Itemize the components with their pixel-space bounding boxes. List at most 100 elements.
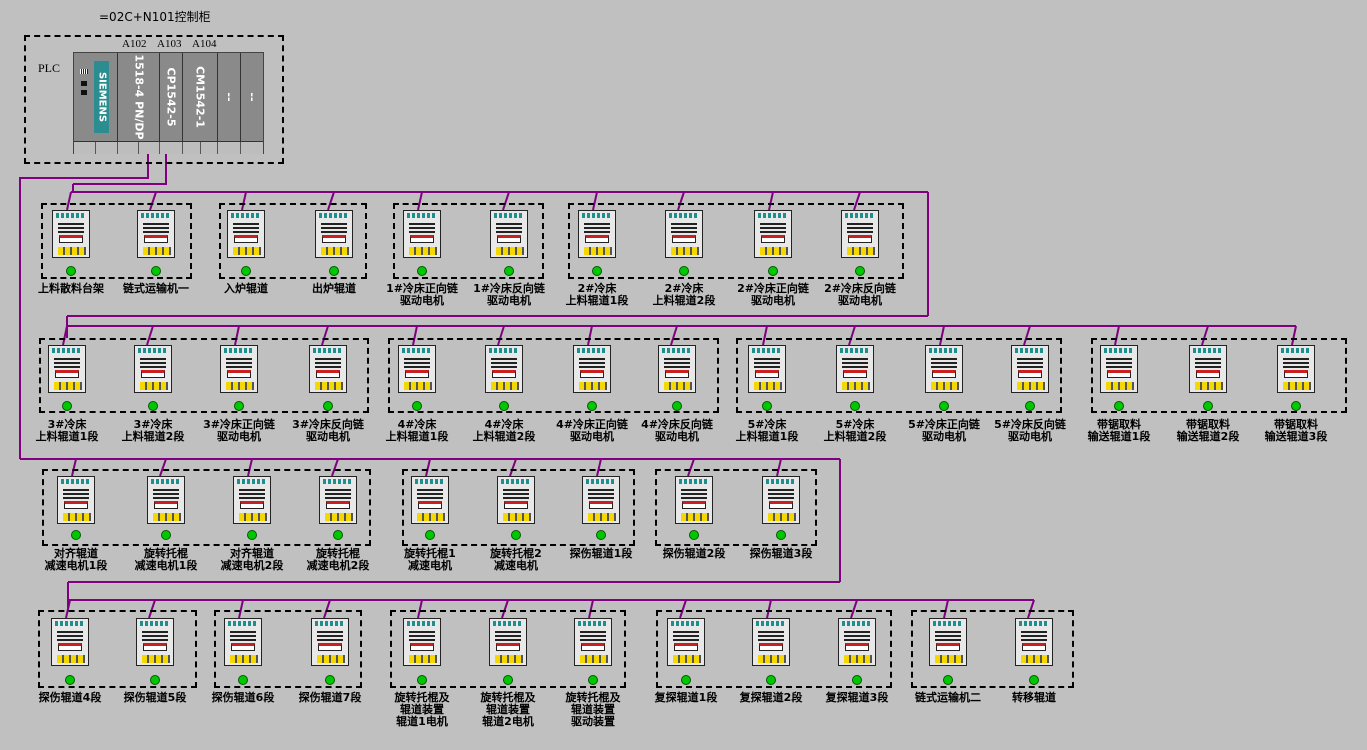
drive-unit-icon[interactable] [411,476,449,524]
drive-unit-icon[interactable] [1100,345,1138,393]
status-led-icon [499,401,509,411]
status-led-icon [71,530,81,540]
drive-unit-icon[interactable] [403,618,441,666]
drive-unit-icon[interactable] [315,210,353,258]
status-led-icon [325,675,335,685]
device-group [736,338,1062,413]
drive-unit-icon[interactable] [489,618,527,666]
device-label: 探伤辊道6段 [211,691,275,704]
status-led-icon [66,266,76,276]
drive-unit-icon[interactable] [311,618,349,666]
drive-unit-icon[interactable] [578,210,616,258]
device-label: 旋转托棍1 减速电机 [404,547,456,572]
drive-unit-icon[interactable] [134,345,172,393]
status-led-icon [943,675,953,685]
cabinet-title: =02C+N101控制柜 [99,10,211,24]
plc-empty-slot[interactable]: -- [218,53,241,141]
plc-label: PLC [38,61,61,75]
drive-unit-icon[interactable] [319,476,357,524]
plc-cp-module[interactable]: CP1542-5 [160,53,183,141]
status-led-icon [855,266,865,276]
drive-unit-icon[interactable] [675,476,713,524]
drive-unit-icon[interactable] [48,345,86,393]
drive-unit-icon[interactable] [497,476,535,524]
drive-unit-icon[interactable] [573,345,611,393]
device-group [1091,338,1347,413]
drive-unit-icon[interactable] [752,618,790,666]
drive-unit-icon[interactable] [227,210,265,258]
plc-rack[interactable]: SIEMENS 1518-4 PN/DP CP1542-5 CM1542-1 -… [73,52,264,154]
status-led-icon [150,675,160,685]
drive-unit-icon[interactable] [490,210,528,258]
slot-address-a104: A104 [192,38,217,50]
drive-unit-icon[interactable] [233,476,271,524]
drive-unit-icon[interactable] [485,345,523,393]
plc-empty-slot[interactable]: -- [241,53,263,141]
status-led-icon [151,266,161,276]
drive-unit-icon[interactable] [51,618,89,666]
drive-unit-icon[interactable] [658,345,696,393]
drive-unit-icon[interactable] [665,210,703,258]
device-label: 3#冷床 上料辊道2段 [121,418,185,443]
status-led-icon [592,266,602,276]
drive-unit-icon[interactable] [754,210,792,258]
drive-unit-icon[interactable] [574,618,612,666]
device-label: 4#冷床 上料辊道1段 [385,418,449,443]
status-led-icon [1203,401,1213,411]
slot-address-a102: A102 [122,38,147,50]
drive-unit-icon[interactable] [1011,345,1049,393]
drive-unit-icon[interactable] [836,345,874,393]
drive-unit-icon[interactable] [762,476,800,524]
status-led-icon [238,675,248,685]
device-label: 旋转托棍及 辊道装置 辊道1电机 [394,691,450,728]
device-label: 复探辊道1段 [654,691,718,704]
drive-unit-icon[interactable] [224,618,262,666]
status-led-icon [333,530,343,540]
device-label: 3#冷床反向链 驱动电机 [292,418,364,443]
plc-cm-module[interactable]: CM1542-1 [183,53,218,141]
drive-unit-icon[interactable] [838,618,876,666]
device-label: 探伤辊道1段 [569,547,633,560]
status-led-icon [1029,675,1039,685]
status-led-icon [1114,401,1124,411]
status-led-icon [1025,401,1035,411]
module-label: -- [245,92,259,102]
status-led-icon [417,266,427,276]
drive-unit-icon[interactable] [1277,345,1315,393]
status-led-icon [852,675,862,685]
plc-cpu-module[interactable]: 1518-4 PN/DP [118,53,160,141]
drive-unit-icon[interactable] [398,345,436,393]
device-label: 5#冷床 上料辊道1段 [735,418,799,443]
drive-unit-icon[interactable] [147,476,185,524]
status-led-icon [689,530,699,540]
drive-unit-icon[interactable] [1015,618,1053,666]
drive-unit-icon[interactable] [52,210,90,258]
status-led-icon [672,401,682,411]
drive-unit-icon[interactable] [667,618,705,666]
drive-unit-icon[interactable] [136,618,174,666]
drive-unit-icon[interactable] [929,618,967,666]
device-label: 探伤辊道7段 [298,691,362,704]
device-label: 探伤辊道4段 [38,691,102,704]
drive-unit-icon[interactable] [925,345,963,393]
device-label: 探伤辊道2段 [662,547,726,560]
status-led-icon [679,266,689,276]
device-label: 入炉辊道 [224,282,268,295]
status-led-icon [329,266,339,276]
drive-unit-icon[interactable] [220,345,258,393]
drive-unit-icon[interactable] [309,345,347,393]
drive-unit-icon[interactable] [748,345,786,393]
plc-power-module[interactable]: SIEMENS [74,53,118,141]
module-label: CP1542-5 [164,67,178,127]
status-led-icon [596,530,606,540]
device-group [402,469,635,546]
drive-unit-icon[interactable] [1189,345,1227,393]
drive-unit-icon[interactable] [137,210,175,258]
drive-unit-icon[interactable] [841,210,879,258]
drive-unit-icon[interactable] [582,476,620,524]
status-led-icon [323,401,333,411]
device-label: 旋转托棍2 减速电机 [490,547,542,572]
drive-unit-icon[interactable] [57,476,95,524]
drive-unit-icon[interactable] [403,210,441,258]
